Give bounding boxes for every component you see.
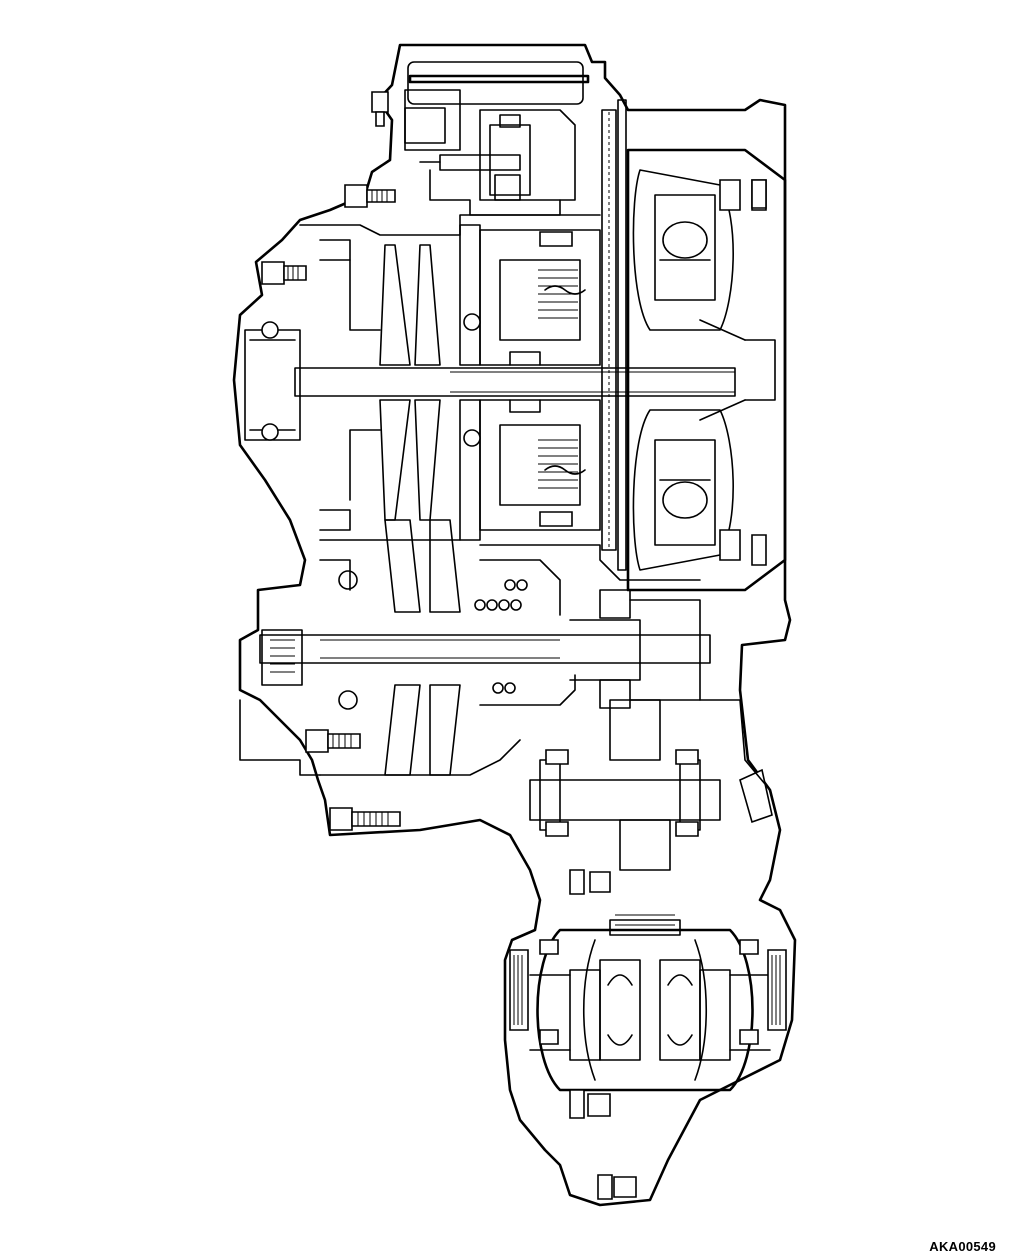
- bolt-lower-left: [306, 730, 360, 752]
- lower-oil-passage: [480, 545, 700, 580]
- bolt-upper-left: [345, 185, 395, 207]
- upper-oil-passage: [300, 215, 600, 235]
- differential-assembly: [510, 915, 786, 1090]
- top-control-unit: [405, 62, 588, 215]
- bolt-right-lower: [740, 770, 772, 822]
- clutch-pack: [464, 230, 600, 530]
- seam-line: [320, 540, 460, 590]
- bolt-differential-lower: [570, 1090, 610, 1118]
- bolt-top-left: [372, 92, 388, 126]
- torque-converter: [628, 150, 785, 590]
- figure-reference-code: AKA00549: [929, 1239, 996, 1254]
- left-lower-housing: [240, 700, 320, 775]
- bolt-left-mid: [262, 262, 306, 284]
- bolt-right-top: [752, 180, 766, 208]
- bolt-reduction: [570, 870, 610, 894]
- primary-shaft: [245, 322, 735, 440]
- secondary-pulley: [320, 520, 575, 775]
- bolt-bottom-left: [330, 808, 400, 830]
- primary-pulley: [320, 225, 480, 540]
- secondary-shaft: [260, 571, 710, 709]
- reduction-gear-shaft: [530, 700, 720, 870]
- drive-chain: [602, 100, 626, 570]
- transmission-case-outline: [234, 45, 795, 1205]
- idler-gear: [570, 590, 700, 708]
- right-lower-housing: [700, 700, 770, 790]
- bolt-bottom: [598, 1175, 636, 1199]
